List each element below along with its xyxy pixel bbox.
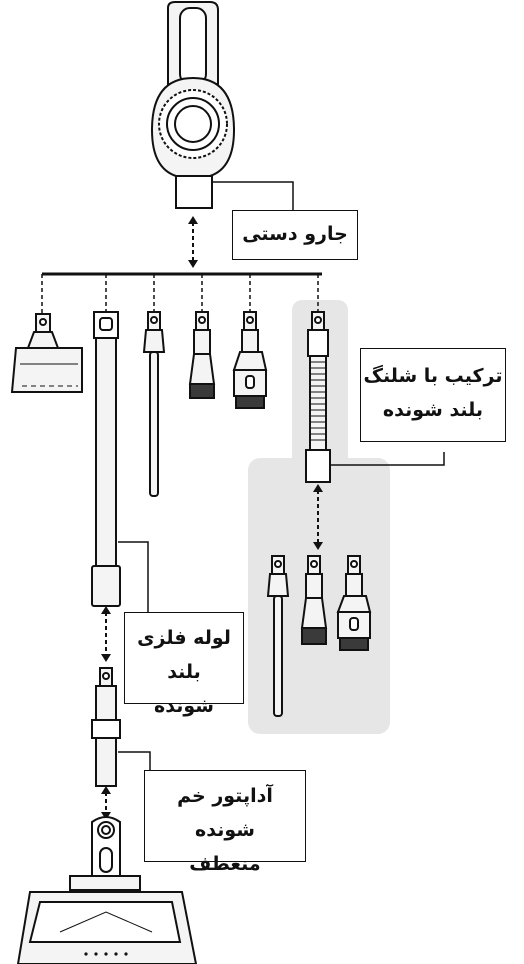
flexible-adapter-illustration <box>91 667 121 787</box>
label-flexible-adapter: آداپتور خم شونده منعطف <box>144 770 306 875</box>
hose-narrow-brush-illustration <box>300 555 328 645</box>
label-leader-lines <box>118 181 445 770</box>
label-adapter-line-1: آداپتور خم شونده <box>177 785 273 841</box>
accessory-distribution-bar <box>41 272 322 314</box>
label-tube-line-2: شونده <box>154 695 214 717</box>
connect-arrow-top <box>188 216 198 268</box>
hose-crevice-tool-illustration <box>266 555 290 717</box>
label-handheld-vacuum: جارو دستی <box>232 210 358 260</box>
mini-floor-head-illustration <box>10 313 83 393</box>
handheld-vacuum-illustration <box>150 1 236 209</box>
flexible-hose-illustration <box>305 311 331 483</box>
connect-arrow-hose <box>313 484 323 550</box>
label-hose-combination: ترکیب با شلنگ بلند شونده <box>360 348 506 442</box>
hose-dusting-brush-illustration <box>336 555 372 651</box>
label-extension-tube: لوله فلزی بلند شونده <box>124 612 244 717</box>
narrow-brush-illustration <box>188 311 216 399</box>
extension-tube-illustration <box>91 311 121 607</box>
floor-head-illustration <box>16 816 198 964</box>
dusting-brush-illustration <box>232 311 268 409</box>
connect-arrow-adapter <box>101 786 111 820</box>
label-handheld-text: جارو دستی <box>242 223 348 245</box>
label-tube-line-1: لوله فلزی بلند <box>137 627 231 683</box>
label-adapter-line-2: منعطف <box>189 853 261 875</box>
crevice-tool-illustration <box>142 311 166 497</box>
label-hose-line-2: بلند شونده <box>382 399 484 421</box>
connect-arrow-tube <box>101 606 111 662</box>
label-hose-line-1: ترکیب با شلنگ <box>363 365 503 387</box>
